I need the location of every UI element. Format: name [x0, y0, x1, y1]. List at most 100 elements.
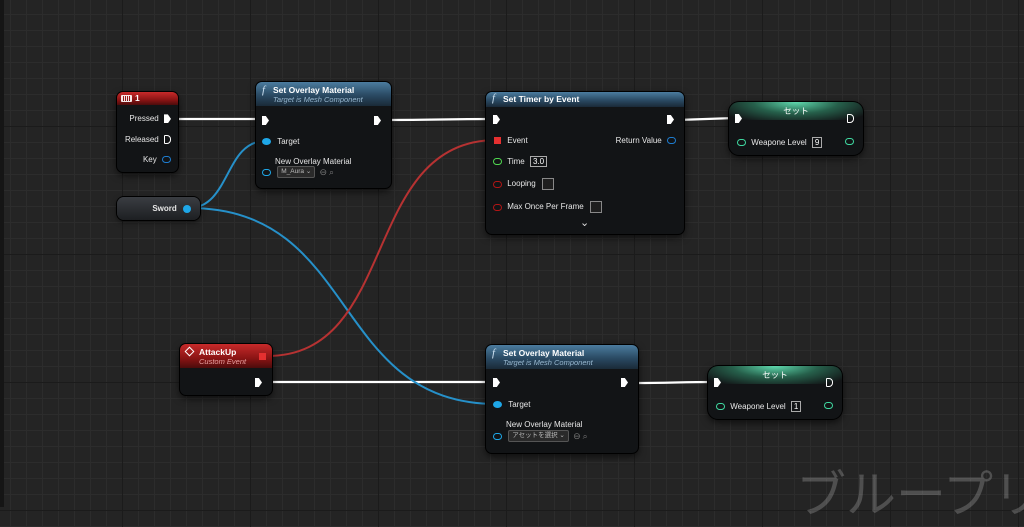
attackup-title: AttackUp [199, 347, 237, 357]
sword-variable-node[interactable]: Sword [117, 197, 200, 220]
overlay-bottom-target-pin[interactable] [493, 401, 502, 409]
set-bottom-header [708, 366, 842, 384]
sword-label: Sword [152, 204, 177, 213]
set-bottom-exec-in[interactable] [714, 378, 721, 387]
pressed-pin-row[interactable]: Pressed [129, 114, 171, 124]
set-top-input-pin[interactable] [737, 139, 746, 146]
overlay-bottom-header: f Set Overlay Material Target is Mesh Co… [486, 345, 638, 369]
set-bottom-output-pin[interactable] [824, 402, 833, 409]
set-top-header [729, 102, 863, 120]
set-bottom-exec-out[interactable] [826, 378, 833, 387]
panel-edge [0, 0, 4, 507]
sword-pin-row[interactable]: Sword [152, 204, 191, 213]
timer-time-pin[interactable] [493, 158, 502, 165]
attackup-exec-out[interactable] [255, 378, 262, 387]
timer-looping-row[interactable]: Looping [493, 178, 554, 190]
set-bottom-value-row[interactable]: Weapone Level 1 [716, 401, 802, 412]
timer-maxonce-checkbox[interactable] [589, 201, 602, 213]
object-wire-sword-to-top-target[interactable] [188, 140, 266, 209]
key-1-event-node[interactable]: 1 Pressed Released Key [117, 92, 178, 172]
attackup-custom-event-node[interactable]: AttackUp Custom Event [180, 344, 272, 395]
set-top-value-input[interactable]: 9 [811, 137, 823, 148]
overlay-top-title: Set Overlay Material [273, 85, 355, 95]
overlay-bottom-title: Set Overlay Material [503, 348, 585, 358]
timer-event-delegate-pin[interactable] [494, 137, 501, 145]
set-top-title: セット [783, 106, 809, 116]
key-label: Key [142, 155, 157, 164]
overlay-bottom-material-value: アセットを選択 [512, 432, 558, 439]
overlay-top-material-row[interactable]: M_Aura ⌄ ⊖⌕ [262, 166, 334, 178]
released-pin-row[interactable]: Released [124, 135, 171, 145]
set-overlay-material-node-top[interactable]: f Set Overlay Material Target is Mesh Co… [256, 82, 391, 188]
set-bottom-value-input[interactable]: 1 [790, 401, 802, 412]
use-selected-icon[interactable]: ⊖ [319, 166, 328, 177]
set-bottom-input-pin[interactable] [716, 403, 725, 410]
timer-maxonce-pin[interactable] [493, 203, 502, 211]
attackup-subtitle: Custom Event [199, 357, 247, 366]
timer-event-label: Event [507, 136, 528, 145]
timer-title: Set Timer by Event [503, 94, 580, 104]
exec-wire-overlay-to-set[interactable] [629, 380, 716, 385]
overlay-top-material-label: New Overlay Material [275, 157, 352, 166]
timer-looping-pin[interactable] [493, 180, 502, 188]
overlay-top-target-label: Target [277, 137, 300, 146]
key-struct-pin[interactable] [162, 156, 171, 164]
timer-exec-out[interactable] [667, 115, 674, 124]
overlay-bottom-target-row[interactable]: Target [493, 400, 530, 409]
overlay-bottom-material-dropdown[interactable]: アセットを選択 ⌄ [508, 430, 569, 442]
exec-wire-overlay-to-timer[interactable] [384, 117, 496, 122]
set-top-exec-in[interactable] [735, 114, 742, 123]
timer-looping-checkbox[interactable] [541, 178, 554, 190]
attackup-delegate-pin[interactable] [259, 353, 266, 360]
timer-exec-in[interactable] [493, 115, 500, 124]
released-label: Released [124, 135, 159, 144]
set-top-label: Weapone Level [751, 137, 807, 147]
set-weapone-level-node-top[interactable]: セット Weapone Level 9 [729, 102, 863, 155]
overlay-top-target-pin[interactable] [262, 138, 271, 146]
function-icon: f [492, 347, 496, 359]
timer-maxonce-row[interactable]: Max Once Per Frame [493, 201, 602, 213]
overlay-bottom-material-row[interactable]: アセットを選択 ⌄ ⊖⌕ [493, 430, 588, 442]
chevron-down-icon: ⌄ [305, 168, 312, 175]
pressed-label: Pressed [129, 114, 159, 123]
timer-looping-label: Looping [507, 179, 536, 189]
sword-object-pin[interactable] [183, 204, 191, 213]
overlay-top-header: f Set Overlay Material Target is Mesh Co… [256, 82, 391, 106]
overlay-bottom-material-pin[interactable] [493, 432, 502, 440]
timer-time-input[interactable]: 3.0 [529, 156, 548, 167]
overlay-top-exec-in[interactable] [262, 116, 269, 125]
timer-event-row[interactable]: Event [494, 136, 528, 145]
overlay-top-material-pin[interactable] [262, 168, 271, 176]
set-overlay-material-node-bottom[interactable]: f Set Overlay Material Target is Mesh Co… [486, 345, 638, 453]
browse-search-icon[interactable]: ⌕ [582, 430, 588, 441]
overlay-top-target-row[interactable]: Target [262, 137, 299, 146]
timer-time-row[interactable]: Time 3.0 [493, 156, 548, 167]
browse-search-icon[interactable]: ⌕ [329, 166, 335, 177]
pressed-exec-pin[interactable] [164, 114, 171, 124]
overlay-bottom-material-label: New Overlay Material [506, 420, 583, 429]
timer-expand-arrow[interactable]: ⌄ [580, 217, 590, 229]
overlay-top-material-dropdown[interactable]: M_Aura ⌄ [277, 166, 316, 178]
chevron-down-icon: ⌄ [559, 432, 565, 439]
set-top-output-pin[interactable] [845, 138, 854, 145]
overlay-bottom-exec-in[interactable] [493, 378, 500, 387]
blueprint-watermark: ブループリ [796, 466, 1024, 524]
overlay-bottom-target-label: Target [508, 400, 531, 409]
exec-wire-timer-to-set[interactable] [676, 116, 736, 122]
set-weapone-level-node-bottom[interactable]: セット Weapone Level 1 [708, 366, 842, 419]
overlay-bottom-exec-out[interactable] [621, 378, 628, 387]
set-top-exec-out[interactable] [847, 114, 854, 123]
timer-return-pin[interactable] [667, 137, 676, 145]
use-selected-icon[interactable]: ⊖ [573, 430, 581, 441]
overlay-top-exec-out[interactable] [374, 116, 381, 125]
function-icon: f [262, 84, 266, 96]
overlay-top-subtitle: Target is Mesh Component [273, 95, 363, 104]
overlay-bottom-subtitle: Target is Mesh Component [503, 358, 593, 367]
set-top-value-row[interactable]: Weapone Level 9 [737, 137, 823, 148]
timer-return-row[interactable]: Return Value [616, 136, 676, 145]
key-pin-row[interactable]: Key [143, 155, 171, 164]
set-timer-by-event-node[interactable]: f Set Timer by Event Event Return Value … [486, 92, 684, 234]
event-diamond-icon [184, 346, 195, 357]
released-exec-pin[interactable] [164, 135, 171, 145]
timer-maxonce-label: Max Once Per Frame [507, 202, 584, 212]
